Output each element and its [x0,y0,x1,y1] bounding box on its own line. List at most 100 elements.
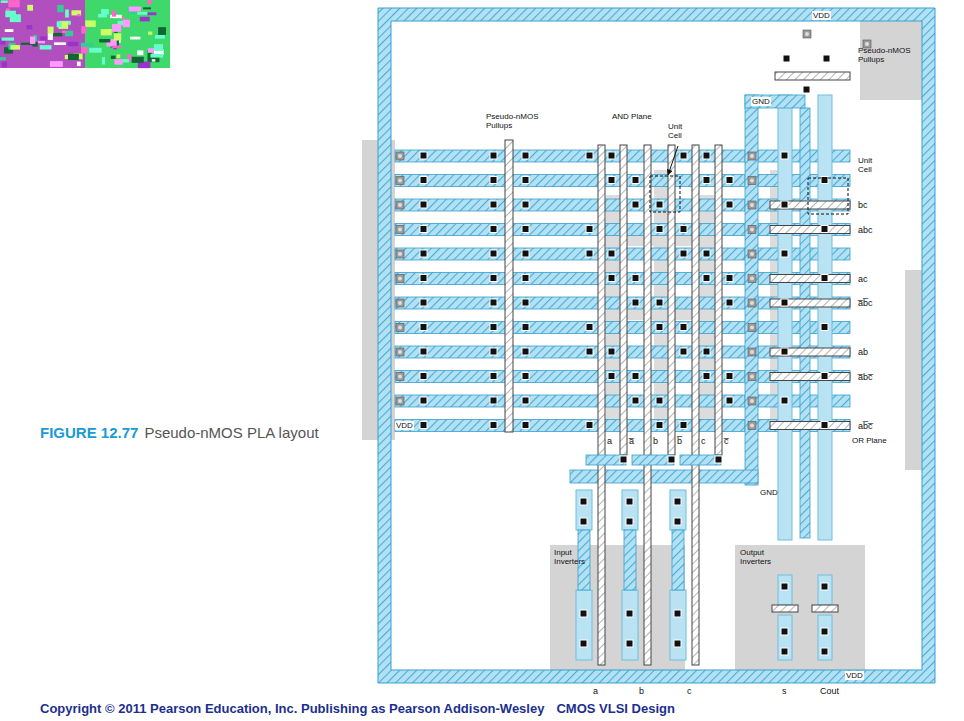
via [748,152,756,160]
contact [781,201,788,208]
via [396,152,404,160]
contact [420,348,427,355]
chip-thumbnail-detail [50,61,63,67]
contact [781,397,788,404]
chip-thumbnail-detail [129,6,141,11]
via [748,348,756,356]
via [748,373,756,381]
chip-thumbnail-detail [143,7,151,9]
via [396,324,404,332]
metal-wire [586,455,626,465]
ground-label: GND [751,97,771,106]
pin-name: Cout [820,686,839,696]
contact [522,422,529,429]
product-term: bc [858,200,868,210]
poly-wire [775,72,850,80]
signal-name: b [653,436,658,446]
pin-name: a [593,686,598,696]
metal-wire [758,273,850,285]
unit-cell-outline [650,176,680,212]
contact [632,177,639,184]
contact [586,324,593,331]
contact [522,373,529,380]
via [396,177,404,185]
chip-thumbnail-detail [151,54,164,58]
poly-wire [644,145,651,665]
product-term: a̅b̅c [858,298,873,308]
diffusion [576,590,592,660]
contact [490,422,497,429]
via-dot [750,252,754,256]
chip-thumbnail-detail [101,29,112,35]
diffusion [670,490,686,530]
chip-thumbnail-detail [117,54,121,58]
contact [490,373,497,380]
region-label: Pseudo-nMOS Pullups [486,112,550,130]
chip-thumbnail-detail [68,54,79,60]
via [748,299,756,307]
via-dot [398,326,402,330]
poly-wire [770,299,850,307]
via-dot [398,228,402,232]
chip-thumbnail-detail [57,21,62,27]
chip-thumbnail-detail [140,17,150,22]
contact [632,397,639,404]
chip-thumbnail-detail [1,0,8,3]
callout-label: Unit Cell [858,156,888,174]
chip-thumbnail-detail [68,42,79,46]
via [748,324,756,332]
supply-label: VDD [845,671,864,680]
contact [522,226,529,233]
contact [703,177,710,184]
via-dot [398,277,402,281]
poly-wire [692,145,699,665]
diffusion [670,590,686,660]
contact [490,201,497,208]
via [396,299,404,307]
contact [608,152,615,159]
contact [626,610,633,617]
contact [490,299,497,306]
product-term: ab̅c̅ [858,421,873,431]
chip-thumbnail [0,0,85,68]
contact [656,422,663,429]
contact [490,177,497,184]
chip-thumbnail-detail [48,27,54,35]
poly-wire [770,226,850,234]
chip-thumbnail-detail [2,62,7,68]
via-dot [398,154,402,158]
contact [626,640,633,647]
contact [781,648,788,655]
contact [656,397,663,404]
diffusion [778,95,792,540]
chip-thumbnail-detail [40,36,47,40]
via-dot [398,399,402,403]
contact [668,456,675,463]
contact [580,640,587,647]
metal-wire [745,95,758,485]
contact [656,324,663,331]
contact [522,275,529,282]
via [748,422,756,430]
contact [632,201,639,208]
signal-name: a̅ [629,436,634,446]
contact [674,610,681,617]
contact [490,250,497,257]
signal-name: c [701,436,706,446]
poly-wire [812,605,838,612]
contact [703,152,710,159]
contact [490,397,497,404]
via [748,275,756,283]
via-dot [750,154,754,158]
chip-thumbnail-detail [147,0,151,4]
poly-wire [770,348,850,356]
figure-caption: Pseudo-nMOS PLA layout [144,424,318,441]
chip-thumbnail-detail [40,45,52,49]
contact [656,299,663,306]
contact [490,152,497,159]
contact [632,299,639,306]
poly-wire [770,422,850,430]
metal-wire [624,530,636,590]
via-dot [750,424,754,428]
contact [821,422,828,429]
